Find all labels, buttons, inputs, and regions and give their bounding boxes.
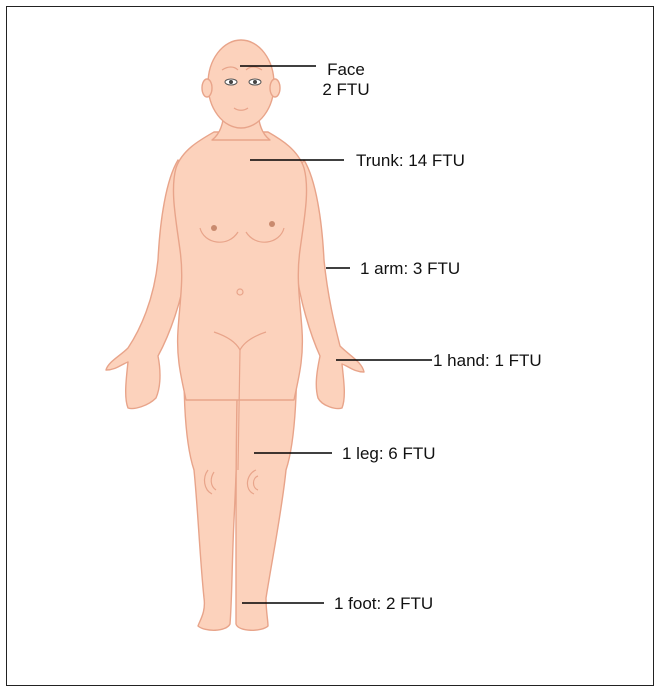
head xyxy=(208,40,274,128)
foot-label: 1 foot: 2 FTU xyxy=(334,594,433,614)
face-label-value: 2 FTU xyxy=(316,80,376,100)
left-ear xyxy=(202,79,212,97)
hand-label: 1 hand: 1 FTU xyxy=(433,351,542,371)
human-body-silhouette xyxy=(106,40,364,630)
leg-label: 1 leg: 6 FTU xyxy=(342,444,436,464)
face-label-name: Face xyxy=(316,60,376,80)
trunk-label: Trunk: 14 FTU xyxy=(356,151,465,171)
right-ear xyxy=(270,79,280,97)
right-nipple xyxy=(269,221,275,227)
arm-label: 1 arm: 3 FTU xyxy=(360,259,460,279)
face-label: Face 2 FTU xyxy=(316,60,376,100)
left-nipple xyxy=(211,225,217,231)
left-pupil xyxy=(229,80,233,84)
right-pupil xyxy=(253,80,257,84)
